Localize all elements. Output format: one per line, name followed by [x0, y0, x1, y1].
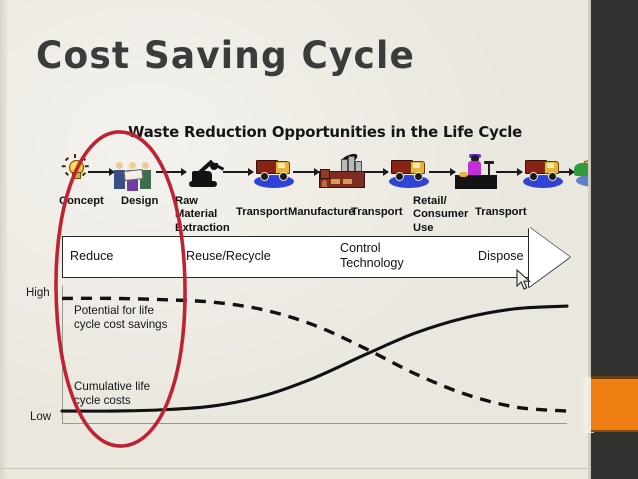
stage-label-transport-1: Transport	[236, 206, 288, 218]
stage-icon-transport-3	[522, 150, 564, 192]
series-label-cumulative-costs: Cumulative life cycle costs	[74, 380, 151, 407]
banner-label-dispose: Dispose	[478, 249, 524, 263]
page-title: Cost Saving Cycle	[36, 34, 415, 77]
stage-label-raw-material-extraction: Raw Material Extraction	[175, 195, 230, 234]
y-axis-tick-high: High	[26, 287, 50, 299]
accent-tab-highlight	[580, 377, 594, 433]
stage-icon-transport-1	[253, 150, 295, 192]
y-axis-tick-low: Low	[30, 411, 52, 423]
chain-arrow-icon	[558, 168, 575, 175]
excavator-icon	[188, 155, 225, 187]
cashier-icon	[455, 153, 497, 189]
arrow-body	[62, 236, 530, 278]
chain-arrow-icon	[156, 168, 187, 175]
lifecycle-strategy-arrow: Reduce Reuse/Recycle Control Technology …	[62, 226, 571, 288]
chain-arrow-icon	[496, 168, 523, 175]
chain-arrow-icon	[223, 168, 254, 175]
chain-arrow-icon	[293, 168, 320, 175]
banner-label-control-technology: Control Technology	[340, 241, 404, 270]
banner-label-reduce: Reduce	[70, 249, 114, 263]
stage-label-transport-2: Transport	[351, 206, 403, 218]
chart-x-axis	[62, 423, 567, 424]
stage-label-transport-3: Transport	[475, 206, 527, 218]
arrow-head-icon	[529, 227, 570, 287]
stage-icon-raw-material-extraction	[186, 150, 225, 192]
stage-icon-manufacture	[319, 150, 365, 192]
lightbulb-icon	[61, 154, 89, 186]
banner-label-reuse-recycle: Reuse/Recycle	[186, 249, 271, 263]
orange-accent-block	[591, 376, 638, 432]
stage-icon-design	[114, 150, 156, 192]
panel-edge	[588, 0, 591, 479]
stage-icon-concept	[60, 150, 89, 192]
stage-label-retail-consumer-use: Retail/ Consumer Use	[413, 195, 469, 234]
truck-icon	[253, 154, 295, 188]
stage-icon-transport-2	[388, 150, 430, 192]
stage-label-design: Design	[121, 195, 159, 207]
diagram-heading: Waste Reduction Opportunities in the Lif…	[128, 123, 523, 141]
truck-icon	[522, 154, 564, 188]
chain-arrow-icon	[88, 168, 115, 175]
chain-arrow-icon	[429, 168, 456, 175]
stage-label-manufacture: Manufacture	[288, 206, 355, 218]
series-label-potential-savings: Potential for life cycle cost savings	[74, 304, 168, 331]
factory-icon	[319, 152, 365, 188]
truck-icon	[388, 154, 430, 188]
chain-arrow-icon	[360, 168, 389, 175]
stage-label-concept: Concept	[59, 195, 104, 207]
stage-icon-retail-consumer-use	[455, 150, 497, 192]
design-team-icon	[114, 153, 154, 191]
cost-savings-chart: Potential for life cycle cost savings Cu…	[60, 286, 569, 424]
left-edge-rail	[0, 0, 7, 479]
lifecycle-icon-chain	[58, 150, 616, 192]
bottom-divider	[0, 468, 591, 469]
